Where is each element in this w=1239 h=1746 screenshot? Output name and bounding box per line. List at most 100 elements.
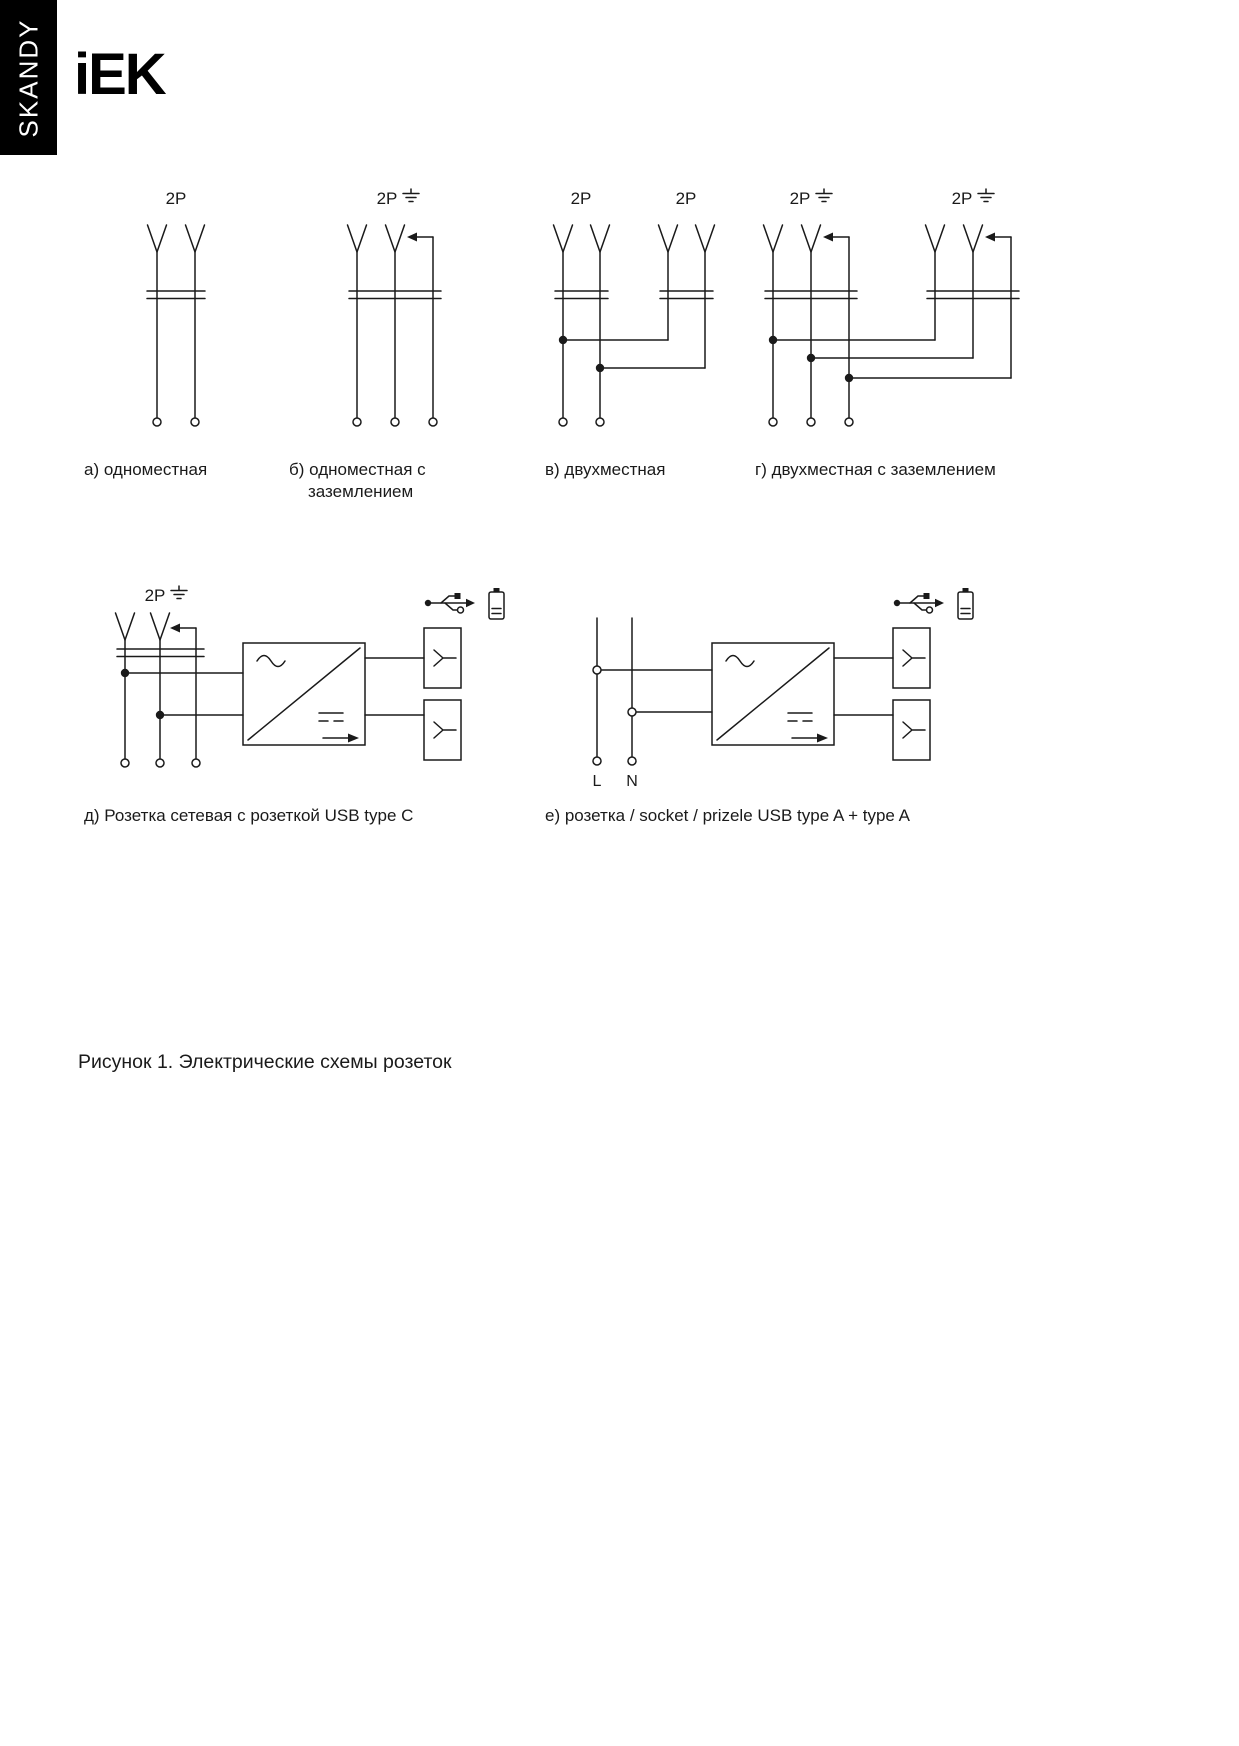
terminal-circle [190,417,200,427]
socket-contact-fork-icon [552,224,574,253]
tap-terminal-circle [592,665,602,675]
ground-icon [977,188,995,203]
wires [156,251,196,419]
skandy-banner: SKANDY [0,0,57,155]
feed-wires [596,669,713,713]
wires [124,639,161,760]
contact-block [348,290,442,300]
socket-contact-fork-icon [657,224,679,253]
diagram-d-usb-type-c: 2P [114,585,505,768]
diagram-g-double-grounded: 2P 2P [762,188,1020,427]
diagram-a-single-socket: 2P [146,189,206,427]
pole-label-v-right: 2P [676,189,697,208]
pole-label-v-left: 2P [571,189,592,208]
terminal-circle [627,756,637,766]
caption-e: е) розетка / socket / prizele USB type A… [545,806,911,825]
junction-dot [768,335,778,345]
ac-dc-converter-box [242,642,366,746]
socket-contact-fork-icon [694,224,716,253]
caption-d: д) Розетка сетевая с розеткой USB type C [84,806,414,825]
caption-v: в) двухместная [545,460,666,479]
socket-contact-fork-icon [146,224,168,253]
pole-label-b: 2P [377,189,398,208]
socket-contact-fork-icon [589,224,611,253]
junction-dot [595,363,605,373]
diagram-b-single-grounded: 2P [346,188,442,427]
socket-contact-fork-icon [114,612,136,641]
wiring-diagrams: 2P 2P [114,188,1020,790]
terminal-circle [806,417,816,427]
jumper-wires [772,339,1012,379]
junction-dot [806,353,816,363]
caption-b: б) одноместная с заземлением [289,460,426,502]
battery-icon [488,587,505,620]
diagram-e-usb-type-a: L N [592,587,974,790]
figure-caption: Рисунок 1. Электрические схемы розеток [78,1051,452,1073]
wires [772,251,812,419]
junction-dot [120,668,130,678]
line-label-l: L [593,773,602,790]
supply-lines [596,617,633,758]
caption-a: а) одноместная [84,460,208,479]
terminal-circle [152,417,162,427]
terminal-circle [595,417,605,427]
usb-outlet-box [423,627,462,689]
contact-block [116,648,205,658]
socket-contact-fork-icon [184,224,206,253]
socket-contact-fork-icon [346,224,368,253]
terminal-circle [155,758,165,768]
ground-arrow-icon [984,231,1012,243]
usb-outlet-box [892,627,931,689]
output-wires [364,657,425,716]
wires [356,251,396,419]
socket-contact-fork-icon [149,612,171,641]
wires [667,251,706,369]
contact-block [146,290,206,300]
terminal-circle [428,417,438,427]
pole-label-d: 2P [145,586,166,605]
usb-outlet-box [892,699,931,761]
wires [562,251,601,419]
pole-label-g-right: 2P [952,189,973,208]
ground-arrow-icon [169,622,197,634]
wires [934,251,974,359]
caption-g: г) двухместная с заземлением [755,460,996,479]
iek-logo: iEK [74,42,167,107]
usb-icon [893,592,945,614]
socket-contact-fork-icon [762,224,784,253]
feed-wires [124,672,244,716]
socket-contact-fork-icon [384,224,406,253]
terminal-circle [558,417,568,427]
diagram-v-double-socket: 2P 2P [552,189,716,427]
output-wires [833,657,894,716]
ground-arrow-icon [822,231,850,243]
terminal-circle [390,417,400,427]
socket-contact-fork-icon [962,224,984,253]
line-label-n: N [626,773,638,790]
tap-terminal-circle [627,707,637,717]
junction-dot [844,373,854,383]
terminal-circle [120,758,130,768]
junction-dot [155,710,165,720]
ground-icon [815,188,833,203]
ground-icon [170,585,188,600]
terminal-circle [191,758,201,768]
junction-dot [558,335,568,345]
contact-block [926,290,1020,300]
battery-icon [957,587,974,620]
usb-outlet-box [423,699,462,761]
jumper-wires [562,339,706,369]
ground-arrow-icon [406,231,434,243]
contact-block [764,290,858,300]
pole-label-a: 2P [166,189,187,208]
usb-icon [424,592,476,614]
socket-contact-fork-icon [800,224,822,253]
contact-block [554,290,609,300]
socket-contact-fork-icon [924,224,946,253]
contact-block [659,290,714,300]
pole-label-g-left: 2P [790,189,811,208]
terminal-circle [352,417,362,427]
terminal-circle [768,417,778,427]
terminal-circle [844,417,854,427]
